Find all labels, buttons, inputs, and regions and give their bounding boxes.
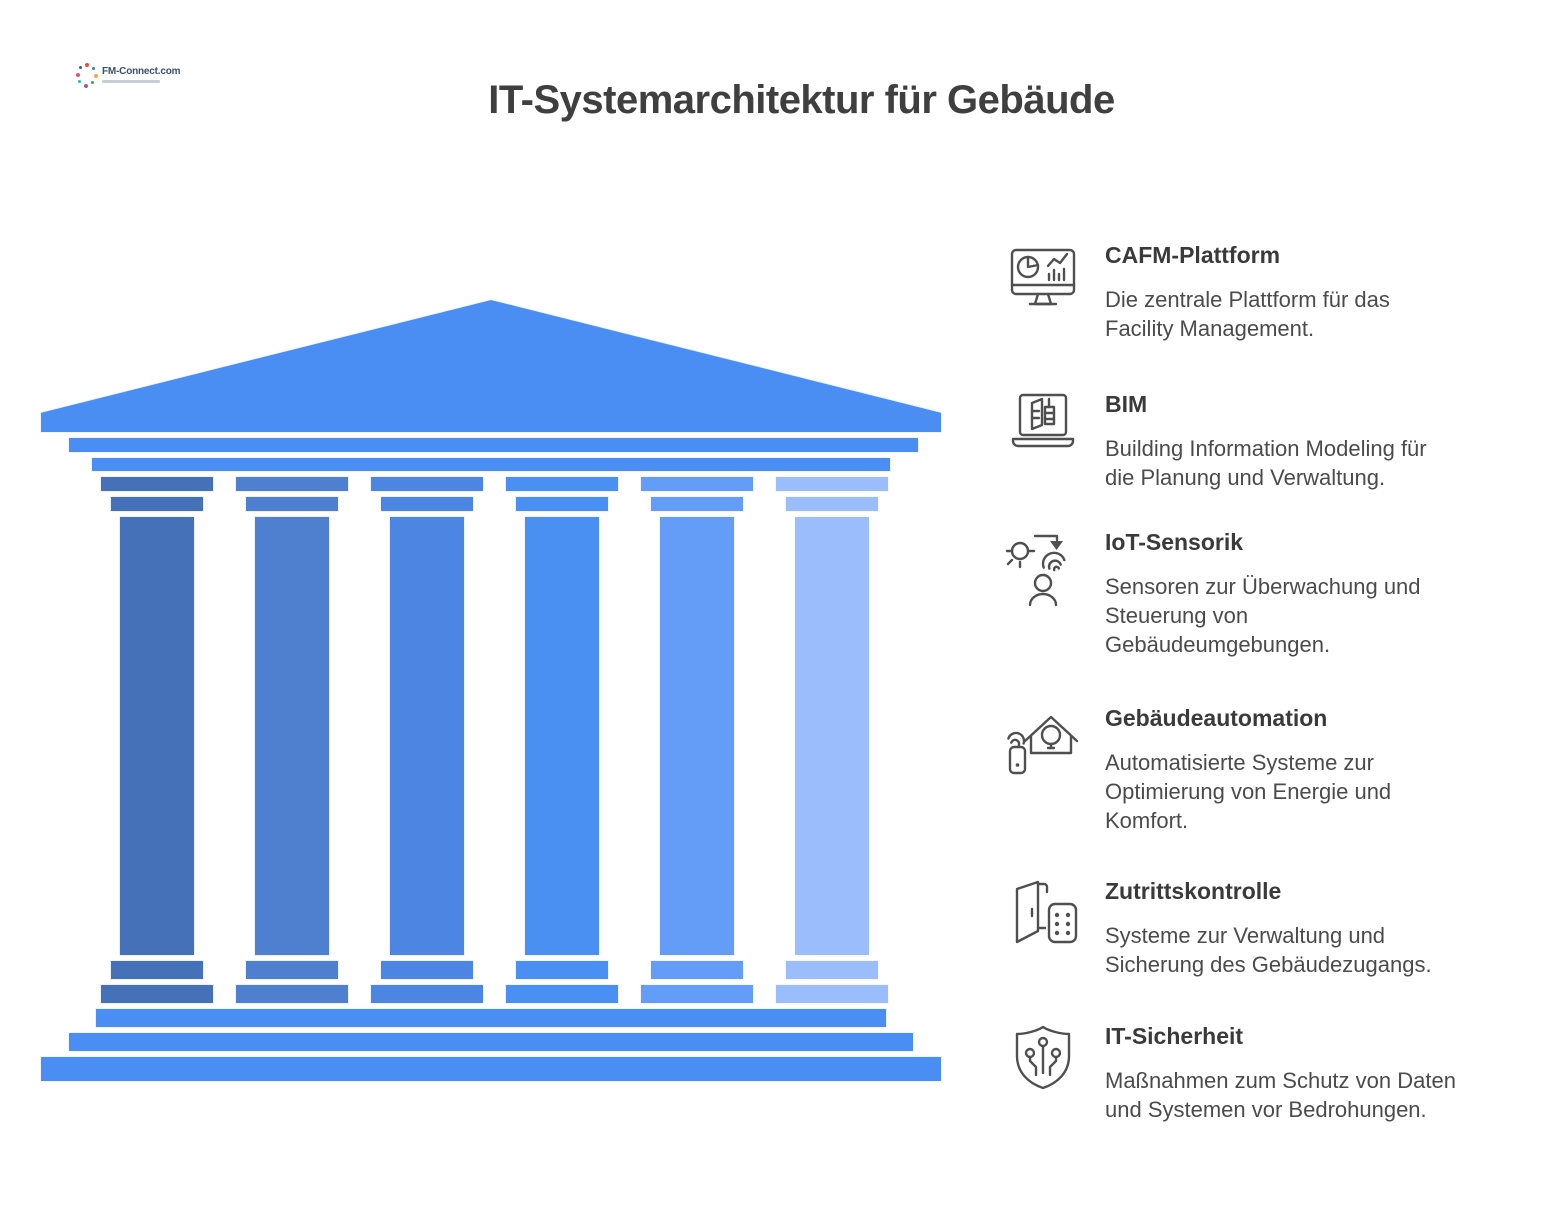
column-5 bbox=[639, 475, 755, 1005]
stylobate-step-2 bbox=[67, 1031, 915, 1053]
logo-dots-icon bbox=[76, 62, 98, 88]
fm-connect-logo: FM-Connect.com bbox=[76, 58, 196, 92]
item-description: Building Information Modeling für die Pl… bbox=[1105, 436, 1427, 490]
item-title: IT-Sicherheit bbox=[1105, 1023, 1244, 1049]
column-4 bbox=[504, 475, 620, 1005]
column-6 bbox=[774, 475, 890, 1005]
architrave-band bbox=[67, 436, 920, 454]
item-description: Maßnahmen zum Schutz von Daten und Syste… bbox=[1105, 1068, 1456, 1122]
door-keypad-icon bbox=[1005, 876, 1081, 962]
item-title: Gebäudeautomation bbox=[1105, 705, 1328, 731]
logo-tagline bbox=[102, 80, 160, 83]
item-title: IoT-Sensorik bbox=[1105, 529, 1244, 555]
list-item-security: IT-Sicherheit Maßnahmen zum Schutz von D… bbox=[1005, 1021, 1483, 1124]
bim-laptop-icon bbox=[1005, 389, 1081, 475]
list-item-bim: BIM Building Information Modeling für di… bbox=[1005, 389, 1483, 492]
item-title: CAFM-Plattform bbox=[1105, 242, 1281, 268]
item-title: Zutrittskontrolle bbox=[1105, 878, 1282, 904]
cafm-monitor-icon bbox=[1005, 240, 1081, 326]
stylobate-step-1 bbox=[94, 1007, 888, 1029]
column-2 bbox=[234, 475, 350, 1005]
item-description: Sensoren zur Überwachung und Steuerung v… bbox=[1105, 574, 1421, 657]
list-item-access: Zutrittskontrolle Systeme zur Verwaltung… bbox=[1005, 876, 1483, 979]
smart-home-icon bbox=[1005, 703, 1081, 789]
list-item-automation: Gebäudeautomation Automatisierte Systeme… bbox=[1005, 703, 1483, 835]
page-title: IT-Systemarchitektur für Gebäude bbox=[488, 78, 1115, 122]
item-description: Automatisierte Systeme zur Optimierung v… bbox=[1105, 750, 1392, 833]
column-1 bbox=[99, 475, 215, 1005]
shield-circuit-icon bbox=[1005, 1021, 1081, 1107]
item-title: BIM bbox=[1105, 391, 1148, 417]
pediment bbox=[39, 297, 943, 434]
column-3 bbox=[369, 475, 485, 1005]
logo-text: FM-Connect.com bbox=[102, 66, 181, 77]
frieze-band bbox=[90, 456, 892, 473]
stylobate-step-3 bbox=[39, 1055, 943, 1083]
list-item-cafm: CAFM-Plattform Die zentrale Plattform fü… bbox=[1005, 240, 1483, 343]
list-item-iot: IoT-Sensorik Sensoren zur Überwachung un… bbox=[1005, 527, 1483, 659]
item-description: Systeme zur Verwaltung und Sicherung des… bbox=[1105, 923, 1432, 977]
iot-sensor-icon bbox=[1005, 527, 1081, 613]
item-description: Die zentrale Plattform für das Facility … bbox=[1105, 287, 1390, 341]
